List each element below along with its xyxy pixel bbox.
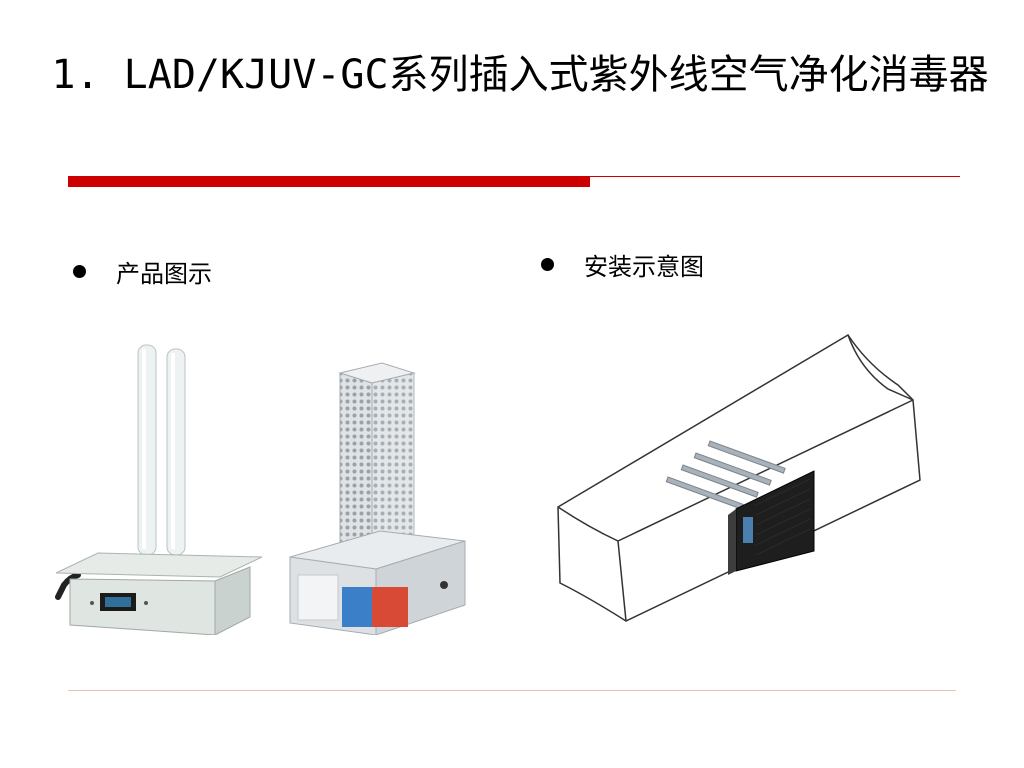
bullet-product-illustration: 产品图示: [73, 254, 212, 289]
title-underline-thick: [68, 176, 590, 187]
bullet-label-install: 安装示意图: [584, 253, 704, 281]
installation-diagram: [548, 325, 958, 625]
footer-divider: [68, 690, 956, 691]
bullet-label-products: 产品图示: [116, 260, 212, 288]
duct-installation-diagram-icon: [557, 333, 921, 622]
slide-title: 1. LAD/KJUV-GC系列插入式紫外线空气净化消毒器: [51, 52, 989, 98]
bullet-dot-icon: [541, 258, 554, 271]
uv-purifier-products-icon: [55, 344, 466, 636]
product-photo: [50, 335, 470, 636]
title-underline: [68, 172, 960, 188]
bullet-dot-icon: [73, 265, 86, 278]
bullet-installation-diagram: 安装示意图: [541, 247, 704, 282]
title-underline-thin: [590, 176, 960, 177]
